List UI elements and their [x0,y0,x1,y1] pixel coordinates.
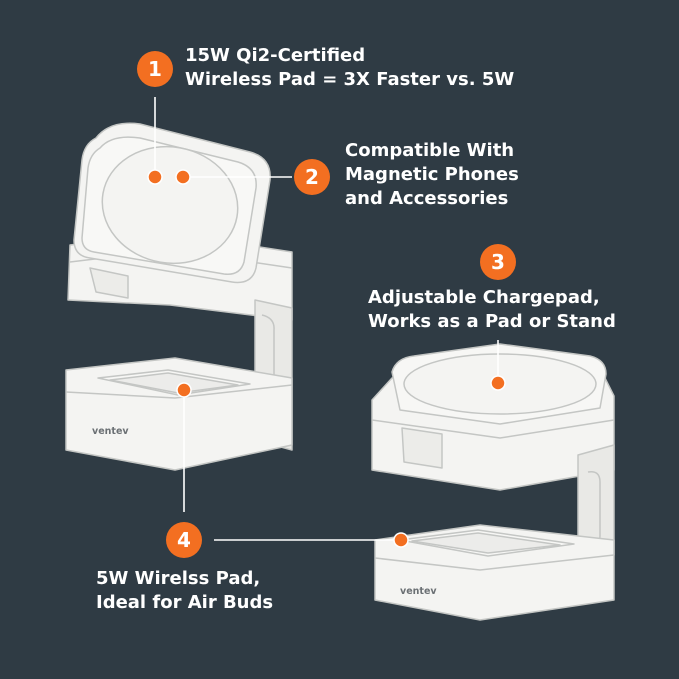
callout-2-line-2: Magnetic Phones [345,164,519,185]
callout-2-line-1: Compatible With [345,140,515,161]
callout-text-1: 15W Qi2-Certified Wireless Pad = 3X Fast… [185,44,514,92]
brand-logo-right: ventev [400,586,437,597]
callout-4-line-1: 5W Wirelss Pad, [96,568,261,589]
callout-3-line-1: Adjustable Chargepad, [368,287,600,308]
callout-dots [147,169,506,548]
callout-3-line-2: Works as a Pad or Stand [368,311,616,332]
callout-1-line-2: Wireless Pad = 3X Faster vs. 5W [185,69,515,90]
callout-2-line-3: and Accessories [345,188,509,209]
callout-1-line-1: 15W Qi2-Certified [185,45,366,66]
callout-text-2: Compatible With Magnetic Phones and Acce… [345,139,519,211]
callout-badge-2: 2 [294,159,330,195]
callout-4-line-2: Ideal for Air Buds [96,592,274,613]
callout-badge-1: 1 [137,51,173,87]
charger-stand-mode: ventev [65,122,293,471]
charger-pad-mode: ventev [371,343,615,621]
brand-logo-left: ventev [92,426,129,437]
callout-connectors [154,97,499,541]
callout-badge-4: 4 [166,522,202,558]
callout-text-3: Adjustable Chargepad, Works as a Pad or … [368,286,616,334]
callout-text-4: 5W Wirelss Pad, Ideal for Air Buds [96,567,273,615]
callout-badge-3: 3 [480,244,516,280]
